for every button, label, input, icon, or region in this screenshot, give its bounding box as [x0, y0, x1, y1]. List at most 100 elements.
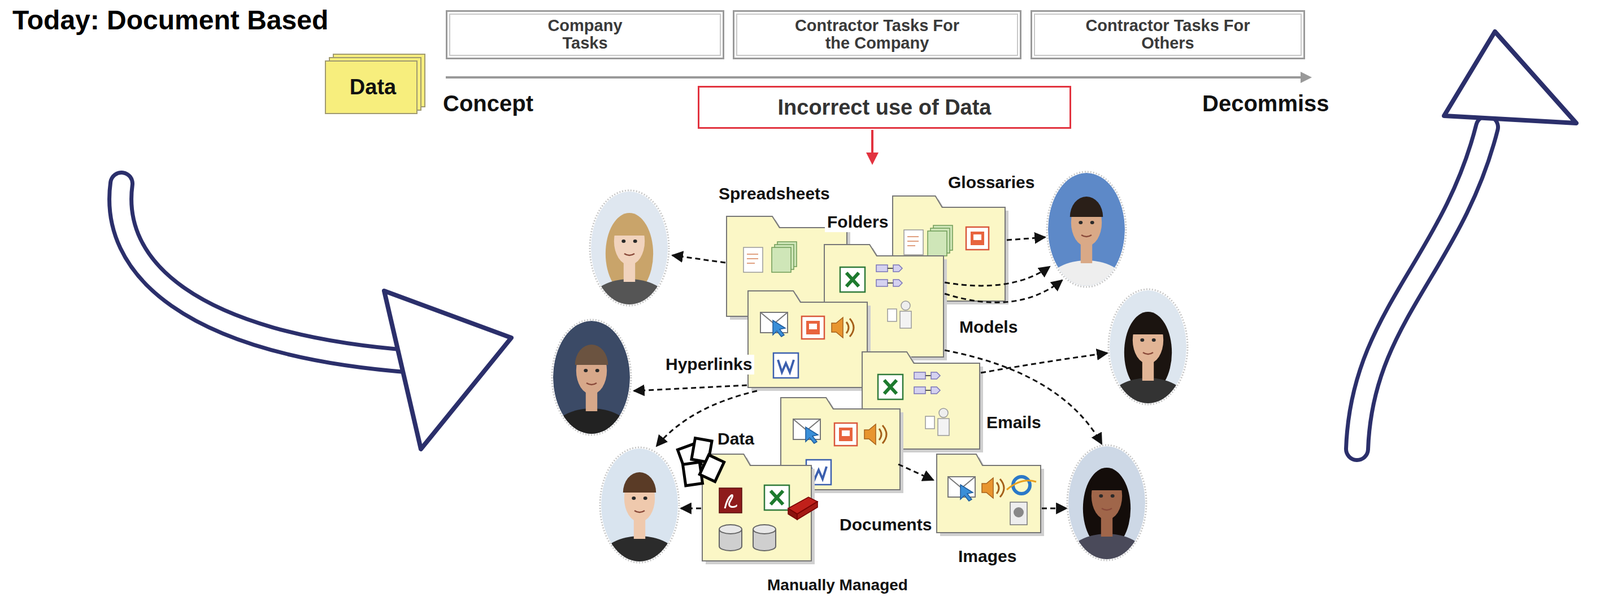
portrait-part: [623, 472, 656, 493]
model-icon: [893, 264, 903, 272]
presentation-icon: [809, 323, 817, 330]
model-icon: [876, 279, 888, 287]
text-label: Concept: [440, 90, 536, 117]
arrow-head: [1444, 31, 1577, 124]
text-label: Decommiss: [1200, 90, 1332, 117]
portrait-part: [1140, 338, 1145, 342]
portrait-part: [583, 368, 588, 373]
document-icon: [743, 247, 763, 273]
flow-arrow: [944, 350, 1102, 445]
arrow-body-inner: [1357, 127, 1488, 450]
portrait-part: [643, 496, 648, 500]
portrait-frame: [600, 447, 680, 563]
spreadsheet-icon: [764, 485, 790, 511]
sheet-stack-icon: [771, 247, 791, 273]
text-label: Spreadsheets: [716, 184, 833, 204]
note-sheet: [325, 61, 417, 114]
document-cluster: [677, 196, 1045, 565]
model-icon: [914, 387, 926, 394]
email-icon: [772, 320, 786, 337]
spreadsheet-icon: [770, 490, 784, 505]
person-icon: [901, 301, 911, 311]
flow-arrow: [944, 280, 1063, 303]
portrait-part: [624, 253, 635, 256]
text-label: Hyperlinks: [663, 354, 755, 375]
presentation-icon: [841, 430, 850, 437]
document-icon: [907, 236, 919, 246]
box-text: Company Tasks: [537, 16, 634, 53]
pdf-icon: [719, 488, 742, 513]
box-text: Contractor Tasks For the Company: [787, 16, 968, 53]
diagram-title: Today: Document Based: [12, 4, 329, 36]
text-label: Images: [955, 546, 1019, 567]
person-icon: [925, 416, 935, 429]
box-text: Contractor Tasks For Others: [1077, 16, 1259, 53]
text-label: Documents: [837, 515, 934, 536]
document-icon: [746, 254, 759, 264]
portrait-part: [1090, 470, 1124, 491]
arrow-body: [1357, 127, 1488, 450]
database-icon: [753, 524, 776, 534]
text-label: Models: [957, 317, 1020, 338]
model-icon: [931, 372, 941, 380]
audio-icon: [864, 424, 876, 445]
portrait: [597, 448, 682, 593]
audio-icon: [879, 425, 887, 444]
cycle-arrow: [120, 183, 512, 450]
task-box: Contractor Tasks For the Company: [732, 10, 1022, 60]
portrait-frame: [1046, 171, 1126, 288]
portrait-part: [1090, 220, 1095, 225]
portrait-part: [633, 239, 638, 243]
person-icon: [900, 311, 912, 329]
document-icon: [903, 229, 924, 255]
pointer-line: [871, 129, 874, 154]
spreadsheet-icon: [840, 267, 865, 293]
model-icon: [925, 375, 932, 377]
portrait-frame: [1067, 445, 1147, 561]
text-label: Data: [715, 429, 757, 450]
box-text: Data: [349, 75, 397, 100]
audio-icon: [846, 318, 854, 337]
alert-box: Incorrect use of Data: [697, 85, 1072, 129]
spreadsheet-icon: [877, 374, 903, 400]
browser-icon: [1006, 480, 1037, 490]
email-icon: [960, 484, 973, 502]
presentation-icon: [838, 427, 853, 442]
portrait-part: [586, 383, 597, 385]
portrait-part: [1044, 260, 1129, 317]
portrait-part: [1081, 235, 1092, 237]
portrait-part: [612, 215, 646, 236]
presentation-icon: [970, 231, 985, 246]
arrow-body-inner: [120, 183, 413, 362]
model-icon: [876, 264, 888, 272]
model-icon: [925, 389, 932, 391]
database-icon: [719, 524, 742, 534]
word-doc-icon: [777, 359, 794, 373]
audio-icon: [831, 317, 843, 338]
model-icon: [887, 267, 894, 269]
model-icon: [931, 387, 941, 394]
model-icon: [893, 279, 903, 287]
portrait-frame: [589, 190, 669, 306]
arrow-head: [384, 290, 512, 450]
presentation-icon: [801, 316, 825, 339]
folder-icon: [936, 454, 1041, 533]
portrait-frame: [551, 319, 632, 436]
person-icon: [887, 309, 897, 322]
portrait-part: [1110, 494, 1115, 498]
portrait-part: [1105, 377, 1191, 435]
sheet-stack-icon: [927, 231, 947, 256]
media-icon: [1010, 502, 1028, 525]
flow-arrow: [980, 353, 1108, 373]
task-box: Company Tasks: [445, 10, 725, 60]
text-label: Glossaries: [945, 172, 1037, 193]
spreadsheet-icon: [846, 272, 859, 287]
portrait-part: [621, 239, 626, 243]
flow-arrow: [1006, 237, 1046, 241]
flow-arrow: [1041, 507, 1067, 510]
model-icon: [887, 282, 894, 284]
flow-arrow: [944, 266, 1050, 286]
email-icon: [805, 427, 819, 444]
text-label: Folders: [824, 212, 891, 233]
portrait-part: [575, 344, 608, 365]
